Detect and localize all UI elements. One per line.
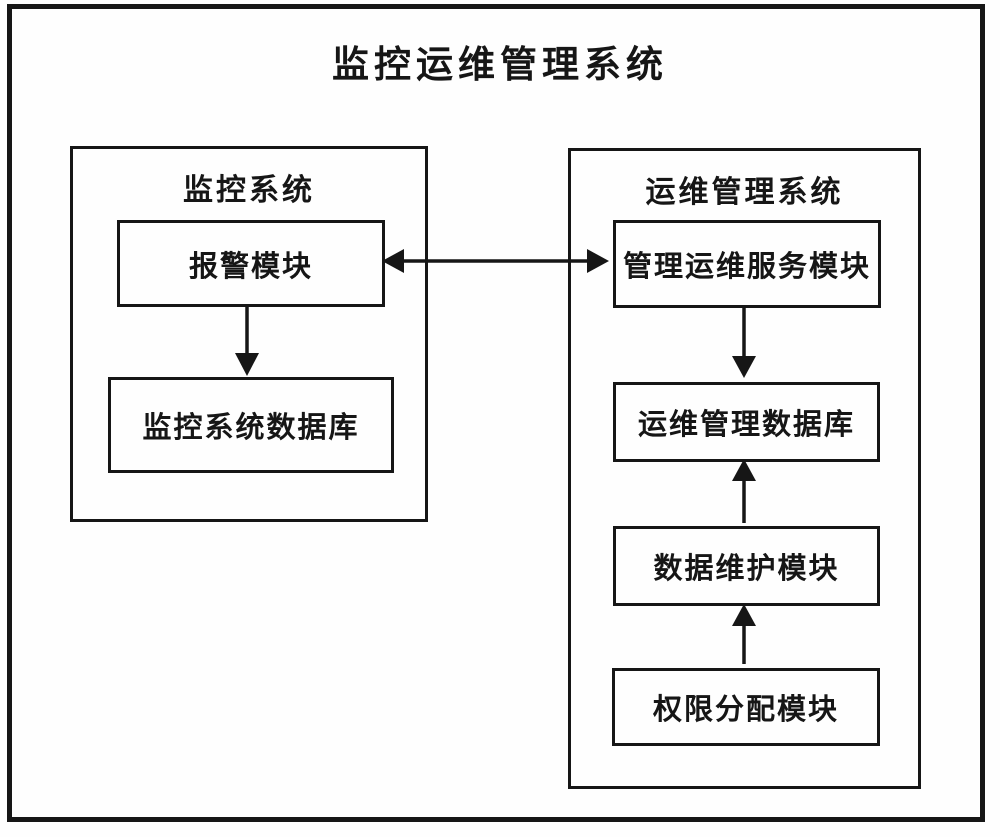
outer-border [7,4,985,822]
group-monitoring-title: 监控系统 [183,174,315,207]
group-ops-title: 运维管理系统 [645,176,844,209]
group-monitoring-system: 监控系统 报警模块 监控系统数据库 [70,146,428,522]
node-ops-service-module: 管理运维服务模块 [613,220,881,308]
node-data-maintenance-module: 数据维护模块 [613,526,880,606]
node-permission-allocation-module: 权限分配模块 [612,668,880,746]
group-ops-management-system: 运维管理系统 管理运维服务模块 运维管理数据库 数据维护模块 权限分配模块 [568,148,921,789]
node-monitoring-database: 监控系统数据库 [108,377,394,473]
node-ops-database: 运维管理数据库 [613,382,880,462]
node-alarm-module: 报警模块 [117,220,385,307]
diagram-title: 监控运维管理系统 [332,45,668,86]
